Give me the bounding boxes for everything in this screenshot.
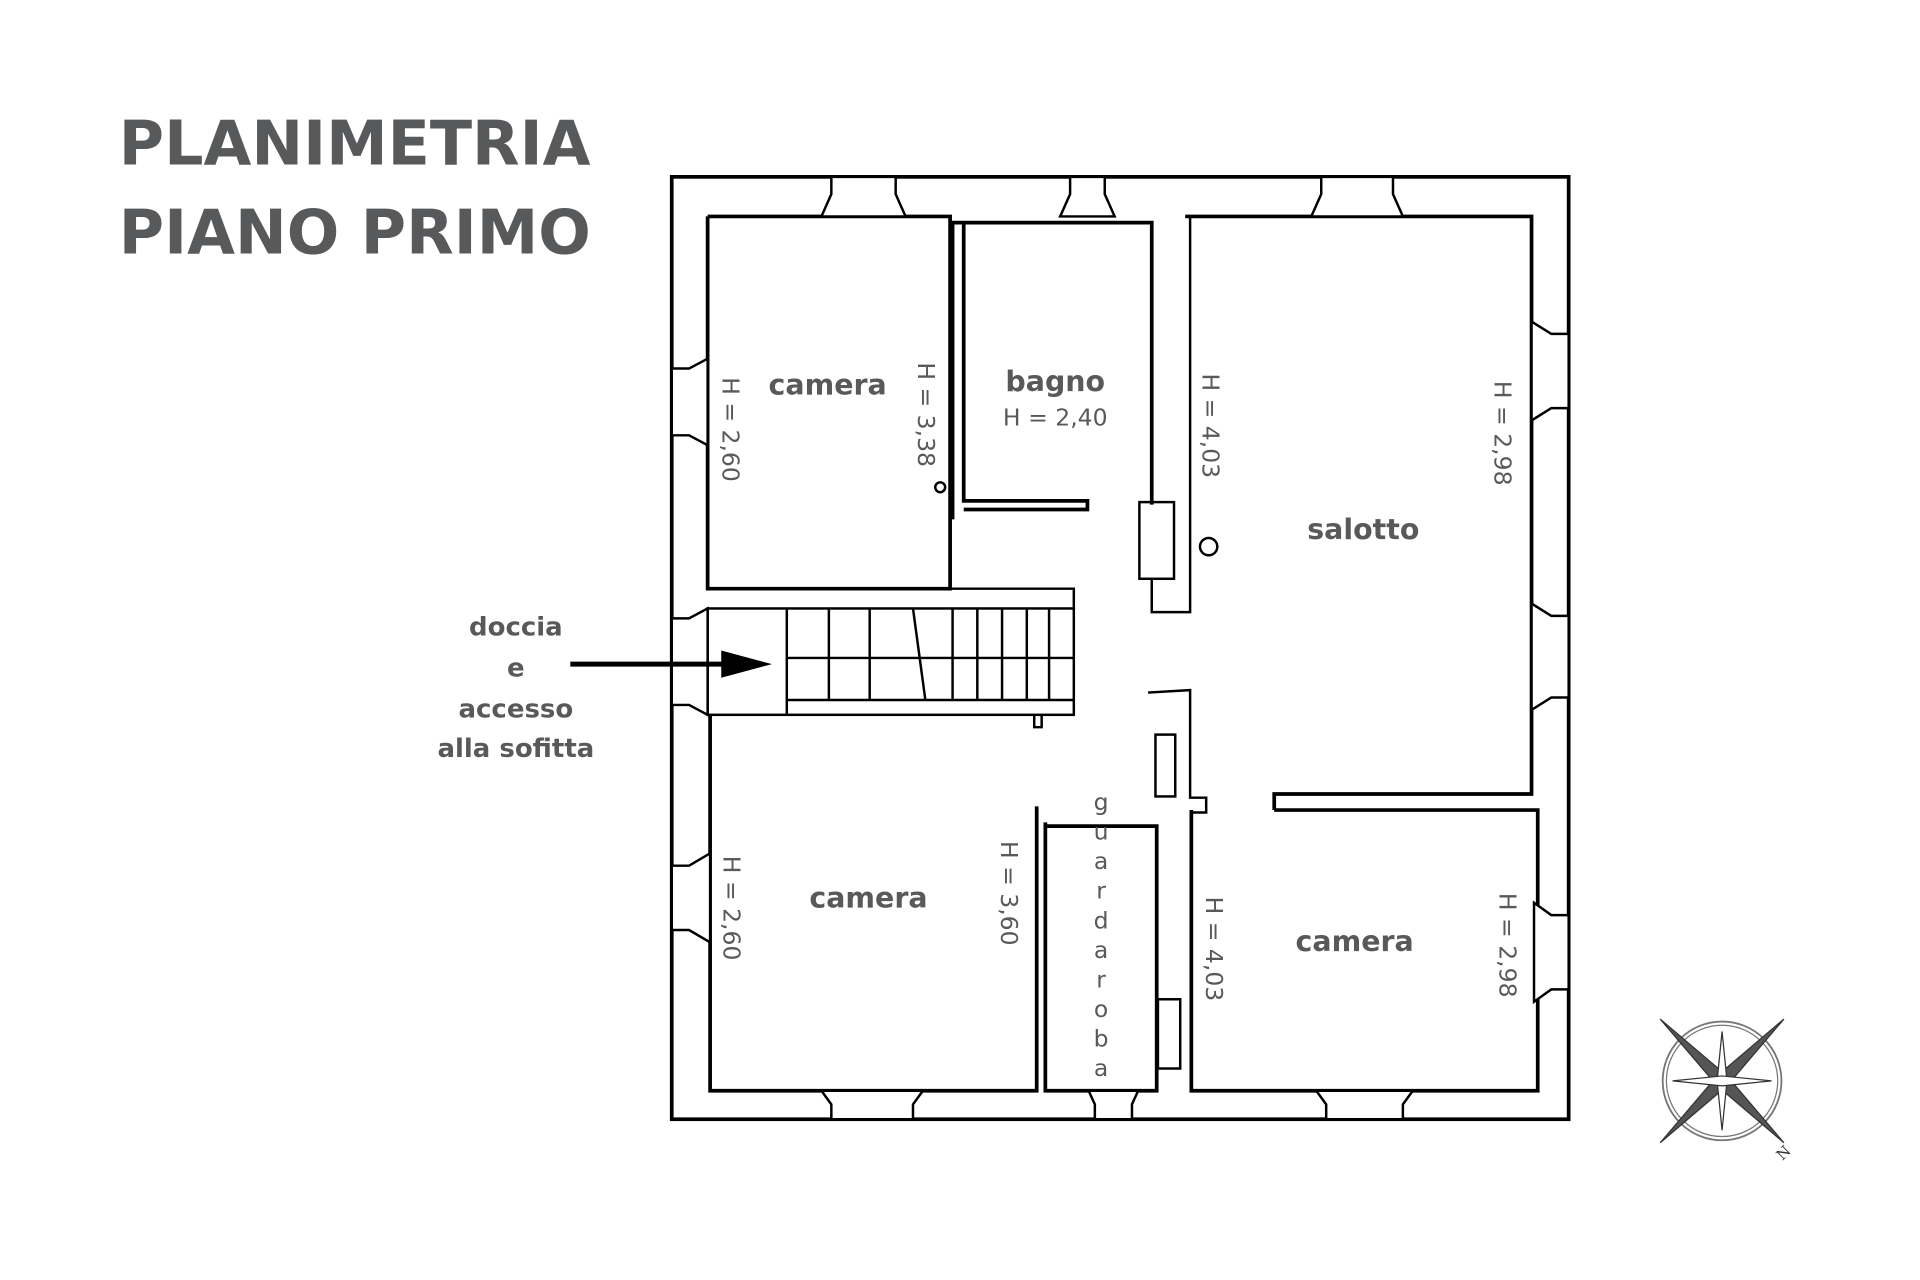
height-label: H = 4,03 (1200, 897, 1228, 1002)
guardaroba-letter: a (1094, 936, 1108, 964)
room-salotto: salotto (1307, 513, 1419, 546)
height-label: H = 3,60 (995, 841, 1023, 946)
room-bagno: bagno (1005, 365, 1105, 398)
room-camera-bottom-right: camera (1296, 925, 1414, 958)
guardaroba-letter: g (1094, 788, 1109, 816)
svg-text:doccia: doccia (469, 613, 563, 643)
room-camera-top-left: camera (769, 369, 887, 402)
walls (669, 174, 1571, 1122)
compass-north-label: N (1773, 1143, 1794, 1164)
title-line-1: PLANIMETRIA (119, 107, 591, 179)
arrow-icon (570, 650, 772, 678)
height-label: H = 2,98 (1488, 381, 1516, 486)
room-camera-bottom-left: camera (809, 882, 927, 915)
title-line-2: PIANO PRIMO (119, 197, 591, 269)
height-label: H = 2,60 (716, 377, 744, 482)
guardaroba-letter: d (1094, 906, 1109, 934)
compass-rose-icon: N (1659, 1018, 1794, 1164)
svg-text:accesso: accesso (459, 694, 574, 724)
guardaroba-letter: o (1094, 995, 1108, 1023)
svg-text:e: e (507, 653, 525, 683)
guardaroba-letter: r (1096, 965, 1106, 993)
drain-icon (934, 481, 947, 494)
guardaroba-letter: r (1096, 877, 1106, 905)
guardaroba-letter: a (1094, 1054, 1108, 1082)
height-label: H = 2,40 (1003, 403, 1108, 431)
height-label: H = 4,03 (1196, 373, 1224, 478)
annotation-doccia: doccia e accesso alla sofitta (437, 613, 594, 764)
height-label: H = 3,38 (912, 362, 940, 467)
guardaroba-letter: u (1094, 818, 1109, 846)
svg-text:alla sofitta: alla sofitta (437, 734, 594, 764)
chimney-icon (1198, 536, 1219, 557)
guardaroba-letter: b (1094, 1025, 1109, 1053)
guardaroba-letter: a (1094, 847, 1108, 875)
windows (670, 175, 1570, 1121)
height-label: H = 2,60 (718, 856, 746, 961)
height-label: H = 2,98 (1493, 893, 1521, 998)
